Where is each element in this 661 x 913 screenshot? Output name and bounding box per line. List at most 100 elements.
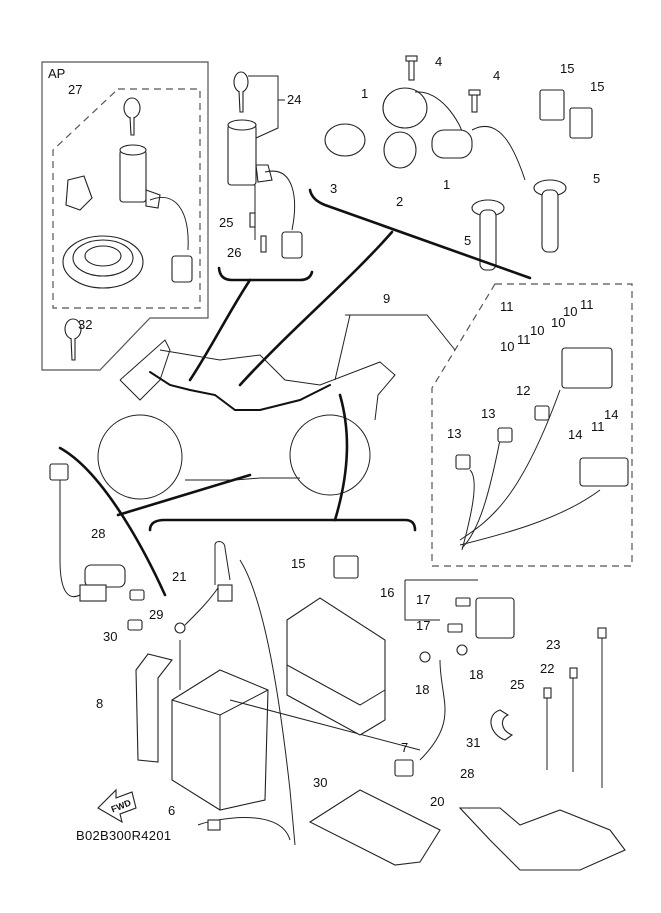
callout-1b: 1 — [443, 177, 451, 192]
motorcycle-outline — [97, 339, 396, 500]
connector-13b — [497, 427, 513, 443]
harness-dashed-outline — [431, 283, 633, 567]
inset-label-ap: AP — [48, 66, 66, 81]
bolt-4a — [405, 55, 418, 81]
plug-cap-5a — [471, 199, 505, 271]
horn-27 — [79, 564, 126, 602]
callout-12: 12 — [516, 383, 531, 398]
callout-28a: 29 — [149, 607, 164, 622]
callout-5b: 5 — [593, 171, 601, 186]
wire-harness-route — [149, 371, 331, 411]
screw-25b — [260, 235, 267, 253]
callout-19: 20 — [430, 794, 445, 809]
callout-18b: 18 — [469, 667, 484, 682]
band-31 — [490, 709, 514, 741]
callout-24: 24 — [287, 92, 302, 107]
plug-cap-2 — [383, 131, 417, 169]
callout-1a: 1 — [361, 86, 369, 101]
fuse-17a — [455, 597, 471, 607]
callout-21: 22 — [540, 661, 555, 676]
callout-15b: 15 — [590, 79, 605, 94]
connector-13a — [455, 454, 471, 470]
fuel-cap — [62, 235, 144, 289]
callout-28b: 30 — [103, 629, 118, 644]
callout-22: 23 — [546, 637, 561, 652]
plug-cap-3 — [324, 123, 366, 157]
callout-15a: 15 — [560, 61, 575, 76]
fuse-17b — [447, 623, 463, 633]
ignition-coil-1a — [382, 87, 428, 129]
callout-18a: 18 — [415, 682, 430, 697]
callout-8: 8 — [96, 696, 104, 711]
callout-6: 6 — [168, 803, 176, 818]
bolt-28b — [127, 619, 143, 631]
screw-25a — [249, 212, 256, 228]
plug-cap-5b — [533, 179, 567, 253]
ignition-switch-kit — [119, 144, 193, 283]
callout-11c: 11 — [517, 332, 531, 347]
callout-11d: 11 — [591, 419, 605, 434]
callout-32: 32 — [78, 317, 93, 332]
callout-13a: 13 — [481, 406, 496, 421]
connector-top-left — [49, 463, 69, 481]
fuse-box-main — [561, 347, 613, 389]
relay-15c — [333, 555, 359, 579]
fwd-arrow-icon — [97, 788, 137, 824]
callout-25a: 25 — [219, 215, 234, 230]
callout-11b: 11 — [580, 297, 594, 312]
cable-tie-23 — [543, 687, 552, 770]
callout-5a: 5 — [464, 233, 472, 248]
callout-25b: 26 — [227, 245, 242, 260]
callout-29: 28 — [460, 766, 475, 781]
callout-23: 25 — [510, 677, 525, 692]
tray-29 — [458, 807, 626, 871]
callout-17b: 17 — [416, 618, 431, 633]
callout-27: 28 — [91, 526, 106, 541]
callout-14a: 14 — [568, 427, 583, 442]
bolt-18a — [419, 651, 431, 663]
callout-4b: 4 — [493, 68, 501, 83]
ignition-coil-1b — [431, 129, 473, 159]
connector-12 — [534, 405, 550, 421]
callout-9: 9 — [383, 291, 391, 306]
callout-14b: 14 — [604, 407, 619, 422]
callout-10a: 10 — [500, 339, 515, 354]
key-24-icon — [233, 71, 249, 113]
callout-30: 30 — [313, 775, 328, 790]
battery-6 — [171, 669, 269, 811]
callout-10c: 10 — [551, 315, 566, 330]
bolt-18b — [456, 644, 468, 656]
cable-tie-21 — [569, 667, 578, 772]
relay-15b — [569, 107, 593, 139]
callout-2: 2 — [396, 194, 404, 209]
battery-strap-8 — [135, 653, 173, 763]
callout-20: 21 — [172, 569, 187, 584]
callout-31: 31 — [466, 735, 481, 750]
cable-tie-22 — [597, 627, 607, 788]
seat-lock-cylinder — [65, 175, 93, 211]
callout-4a: 4 — [435, 54, 443, 69]
main-switch — [227, 119, 303, 259]
callout-3: 3 — [330, 181, 338, 196]
negative-lead-20 — [174, 584, 221, 634]
callout-7: 7 — [401, 740, 409, 755]
bolt-4b — [468, 89, 481, 113]
fuse-box-sub — [579, 457, 629, 487]
callout-17a: 17 — [416, 592, 431, 607]
connector-bottom — [207, 819, 221, 831]
callout-15c: 15 — [291, 556, 306, 571]
kit-26-dashed-outline — [52, 88, 201, 309]
connector-20-plug — [217, 584, 233, 602]
drawing-code: B02B300R4201 — [76, 828, 172, 843]
rubber-sheet-30 — [308, 789, 441, 866]
key-icon — [123, 97, 141, 136]
ap-inset-frame — [41, 61, 209, 371]
starter-relay-16 — [475, 597, 515, 639]
starter-lead-19 — [394, 659, 446, 777]
callout-10d: 10 — [563, 304, 578, 319]
callout-11a: 11 — [500, 299, 514, 314]
callout-16: 16 — [380, 585, 395, 600]
callout-26: 27 — [68, 82, 83, 97]
callout-10b: 10 — [530, 323, 545, 338]
